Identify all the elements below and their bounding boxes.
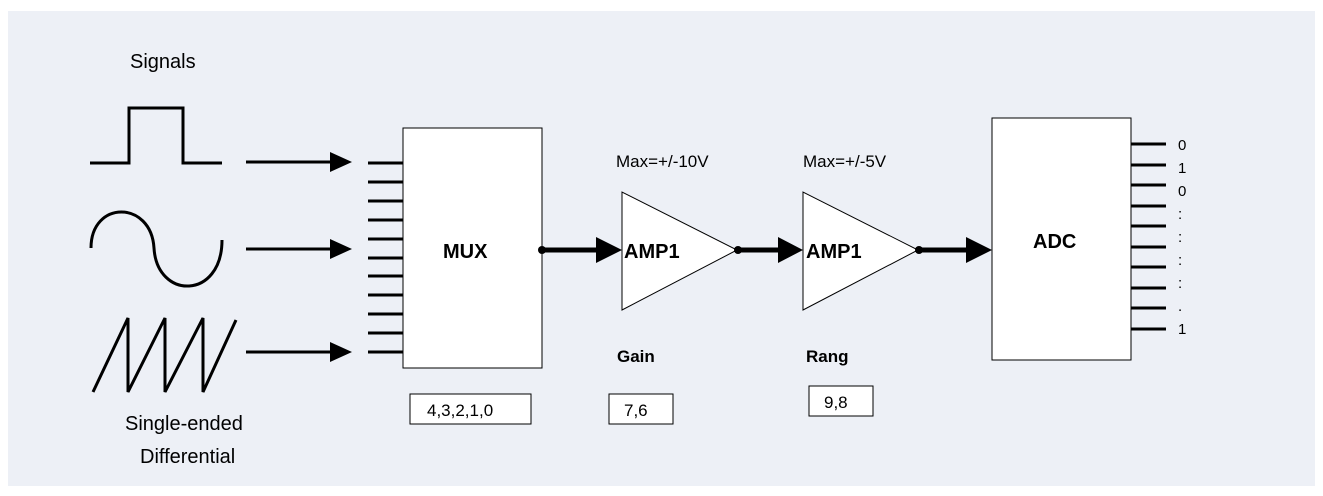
adc-label: ADC — [1033, 231, 1076, 253]
amp-first-triangle — [621, 191, 739, 311]
adc-output-label: : — [1178, 206, 1182, 223]
range-bits-text: 9,8 — [824, 393, 848, 412]
adc-output-label: 0 — [1178, 137, 1186, 154]
mux-label: MUX — [443, 241, 488, 263]
max-second-label: Max=+/-5V — [803, 152, 887, 171]
adc-output-label: 1 — [1178, 321, 1186, 338]
adc-output-pins: 010::::.1 — [1131, 137, 1186, 338]
differential-label: Differential — [140, 446, 235, 468]
max-first-label: Max=+/-10V — [616, 152, 709, 171]
gain-bits-text: 7,6 — [624, 401, 648, 420]
amp-to-amp-arrow — [734, 237, 803, 263]
adc-output-label: : — [1178, 252, 1182, 269]
adc-output-label: 0 — [1178, 183, 1186, 200]
sawtooth-wave-icon — [91, 317, 238, 393]
signal-arrow-2 — [246, 239, 352, 259]
sine-wave-icon — [89, 210, 224, 288]
adc-block — [991, 117, 1132, 361]
signal-arrow-3 — [246, 342, 352, 362]
mux-bits-box: 4,3,2,1,0 — [409, 393, 532, 425]
range-label: Rang — [806, 347, 849, 366]
adc-output-label: : — [1178, 275, 1182, 292]
adc-output-label: : — [1178, 229, 1182, 246]
square-wave-icon — [90, 106, 222, 165]
mux-bits-text: 4,3,2,1,0 — [427, 401, 493, 420]
mux-to-amp-arrow — [538, 237, 622, 263]
amp-second-triangle — [802, 191, 920, 311]
gain-label: Gain — [617, 347, 655, 366]
single-ended-label: Single-ended — [125, 413, 243, 435]
amp-to-adc-arrow — [915, 237, 992, 263]
amp-first-label: AMP1 — [624, 241, 680, 263]
mux-block — [402, 127, 543, 369]
gain-bits-box: 7,6 — [608, 393, 674, 425]
range-bits-box: 9,8 — [808, 385, 874, 417]
signal-arrow-1 — [246, 152, 352, 172]
amp-second-label: AMP1 — [806, 241, 862, 263]
signals-title: Signals — [130, 51, 196, 73]
adc-output-label: 1 — [1178, 160, 1186, 177]
adc-output-label: . — [1178, 298, 1182, 315]
mux-input-pins — [368, 161, 403, 354]
